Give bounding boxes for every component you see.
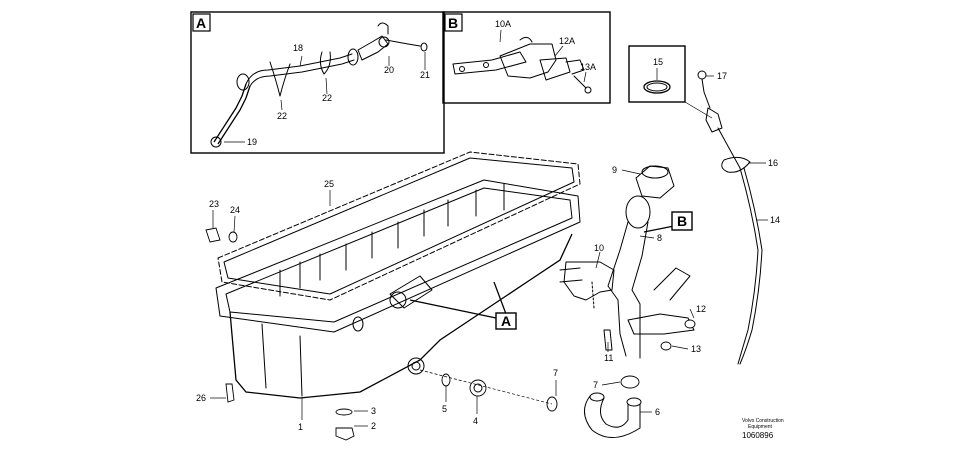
label-1: 1: [298, 422, 303, 432]
oil-pipe-assembly-a: [210, 22, 428, 148]
label-10: 10: [594, 243, 604, 253]
label-9: 9: [612, 165, 617, 175]
credit-line-2: Equipment: [748, 424, 773, 430]
label-6: 6: [655, 407, 660, 417]
label-16: 16: [768, 158, 778, 168]
label-26: 26: [196, 393, 206, 403]
label-5: 5: [442, 404, 447, 414]
label-2: 2: [371, 421, 376, 431]
label-4: 4: [473, 416, 478, 426]
label-22-b: 22: [322, 93, 332, 103]
label-19: 19: [247, 137, 257, 147]
detail-box-b-label: B: [448, 15, 458, 31]
label-22-a: 22: [277, 111, 287, 121]
label-7-upper: 7: [553, 368, 558, 378]
label-13: 13: [691, 344, 701, 354]
label-17: 17: [717, 71, 727, 81]
label-12: 12: [696, 304, 706, 314]
label-21: 21: [420, 70, 430, 80]
label-10A: 10A: [495, 19, 511, 29]
detail-box-a: A 18 19 20 21 22 22: [190, 11, 445, 154]
label-13A: 13A: [580, 62, 596, 72]
document-number: 1060896: [742, 431, 774, 440]
label-12A: 12A: [559, 36, 575, 46]
dipstick-assembly: [697, 70, 763, 365]
label-24: 24: [230, 205, 240, 215]
label-20: 20: [384, 65, 394, 75]
credit-line-1: Volvo Construction: [742, 418, 784, 424]
detail-box-a-label: A: [196, 15, 206, 31]
callout-b: B: [643, 211, 693, 233]
label-11: 11: [604, 353, 613, 363]
detail-box-b: B 10A 12A 13A: [442, 11, 611, 104]
callout-tag-b: B: [677, 213, 687, 229]
label-8: 8: [657, 233, 662, 243]
callout-a: A: [409, 281, 517, 330]
callout-tag-a: A: [501, 313, 511, 329]
filler-tube-assembly: [546, 165, 696, 438]
bracket-assembly-b: [452, 36, 592, 94]
label-25: 25: [324, 179, 334, 189]
label-14: 14: [770, 215, 780, 225]
o-ring-box: 15: [628, 45, 713, 119]
oil-pan: [215, 151, 581, 399]
label-15: 15: [653, 57, 663, 67]
label-23: 23: [209, 199, 219, 209]
label-7-lower: 7: [593, 380, 598, 390]
label-18: 18: [293, 43, 303, 53]
label-3: 3: [371, 406, 376, 416]
